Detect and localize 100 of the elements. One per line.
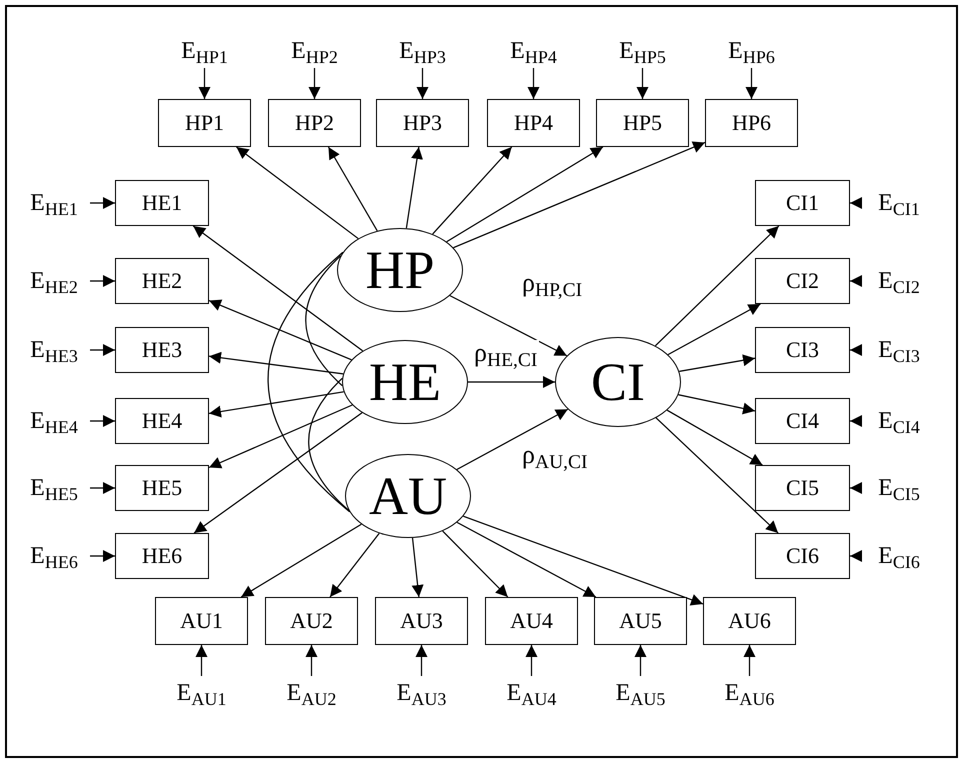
arrow	[656, 417, 779, 534]
indicator-box: HP3	[376, 99, 469, 147]
error-term: E$_{AU1}$	[164, 676, 239, 710]
indicator-box: CI5	[755, 465, 850, 511]
latent-ellipse: HE	[342, 340, 468, 424]
latent-ellipse: HP	[337, 228, 463, 312]
arrow	[446, 146, 604, 242]
error-term: E$_{HP4}$	[496, 34, 571, 68]
error-term: E$_{HP5}$	[605, 34, 680, 68]
error-term: E$_{HE5}$	[18, 471, 90, 505]
arrow	[416, 645, 428, 676]
indicator-box: AU1	[155, 597, 248, 645]
arrow	[306, 645, 318, 676]
error-term: E$_{AU2}$	[274, 676, 349, 710]
error-term: E$_{HP6}$	[714, 34, 789, 68]
error-term: E$_{HP1}$	[167, 34, 242, 68]
arrow	[208, 300, 352, 360]
indicator-box: HE5	[115, 465, 209, 511]
indicator-box: AU4	[485, 597, 578, 645]
arrow	[679, 354, 756, 372]
covariance-arc	[268, 252, 350, 512]
arrow	[90, 344, 115, 356]
error-term: E$_{HE2}$	[18, 264, 90, 298]
indicator-box: HP4	[487, 99, 580, 147]
covariance-arc	[308, 378, 350, 511]
indicator-box: CI4	[755, 398, 850, 444]
arrow	[456, 522, 596, 598]
arrow	[208, 352, 344, 374]
arrow	[90, 275, 115, 287]
covariance-arc	[305, 255, 343, 386]
arrow	[666, 410, 763, 466]
arrow	[432, 146, 512, 234]
error-term: E$_{CI2}$	[858, 264, 940, 298]
indicator-box: HE4	[115, 398, 209, 444]
arrow	[240, 524, 362, 598]
arrow	[636, 68, 648, 99]
arrow	[196, 645, 208, 676]
arrow	[746, 68, 758, 99]
error-term: E$_{HE3}$	[18, 333, 90, 367]
arrow	[850, 275, 862, 287]
arrow	[442, 530, 508, 598]
error-term: E$_{HE4}$	[18, 404, 90, 438]
arrow	[463, 516, 704, 606]
arrow	[850, 550, 862, 562]
indicator-box: CI2	[755, 258, 850, 304]
arrow	[850, 197, 862, 209]
indicator-box: AU3	[375, 597, 468, 645]
indicator-box: HE6	[115, 533, 209, 579]
error-term: E$_{AU3}$	[384, 676, 459, 710]
error-term: E$_{CI6}$	[858, 539, 940, 573]
error-term: E$_{CI1}$	[858, 186, 940, 220]
indicator-box: AU6	[703, 597, 796, 645]
arrow	[744, 645, 756, 676]
arrow	[90, 482, 115, 494]
arrow	[194, 412, 362, 534]
arrow	[634, 645, 646, 676]
indicator-box: CI1	[755, 180, 850, 226]
latent-ellipse: CI	[555, 337, 681, 427]
arrow	[236, 146, 359, 240]
error-term: E$_{CI4}$	[858, 404, 940, 438]
error-term: E$_{HE6}$	[18, 539, 90, 573]
arrow	[526, 645, 538, 676]
error-term: E$_{HP3}$	[385, 34, 460, 68]
arrow	[678, 394, 756, 414]
arrow	[308, 68, 320, 99]
latent-ellipse: AU	[345, 454, 471, 538]
error-term: E$_{CI5}$	[858, 471, 940, 505]
arrow	[668, 303, 761, 356]
indicator-box: HE3	[115, 327, 209, 373]
indicator-box: HP6	[705, 99, 798, 147]
indicator-box: HE1	[115, 180, 209, 226]
arrow	[328, 146, 378, 232]
indicator-box: CI6	[755, 533, 850, 579]
arrow	[330, 532, 380, 598]
indicator-box: AU5	[594, 597, 687, 645]
indicator-box: HP2	[268, 99, 361, 147]
arrow	[850, 344, 862, 356]
arrow	[198, 68, 210, 99]
arrow	[90, 550, 115, 562]
arrow	[850, 415, 862, 427]
arrow	[412, 538, 424, 598]
arrow	[654, 226, 780, 346]
error-term: E$_{AU6}$	[712, 676, 787, 710]
error-term: E$_{AU5}$	[603, 676, 678, 710]
arrow	[528, 68, 540, 99]
indicator-box: HE2	[115, 258, 209, 304]
error-term: E$_{AU4}$	[494, 676, 569, 710]
arrow	[208, 404, 353, 468]
error-term: E$_{CI3}$	[858, 333, 940, 367]
arrow	[192, 226, 364, 352]
arrow	[90, 415, 115, 427]
arrow	[850, 482, 862, 494]
indicator-box: HP5	[596, 99, 689, 147]
indicator-box: AU2	[265, 597, 358, 645]
arrow	[416, 68, 428, 99]
arrow	[456, 408, 568, 470]
arrow	[406, 146, 423, 228]
arrow	[90, 197, 115, 209]
arrow	[453, 142, 706, 248]
indicator-box: CI3	[755, 327, 850, 373]
